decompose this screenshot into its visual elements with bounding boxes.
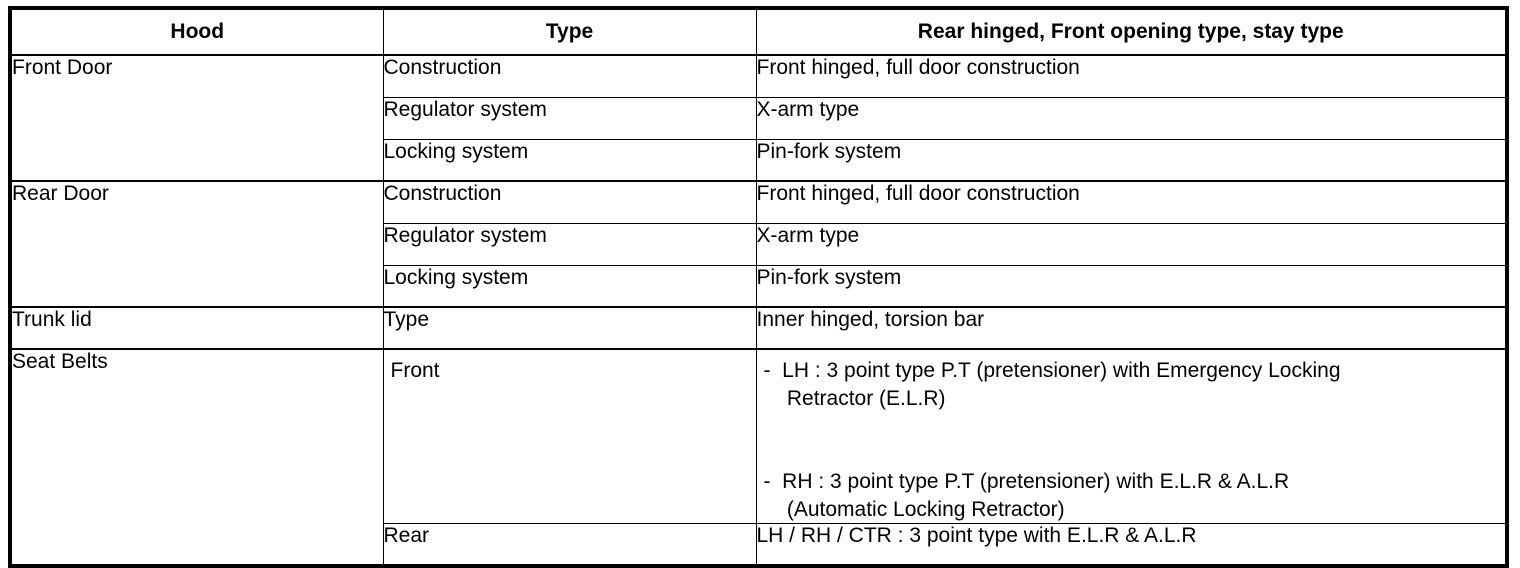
column-header-hood: Hood	[9, 7, 384, 56]
group-label-rear-door: Rear Door	[9, 180, 384, 308]
table-body: Front Door Construction Front hinged, fu…	[9, 54, 1508, 567]
spec-cell: Front hinged, full door construction	[755, 54, 1508, 98]
type-cell: Regulator system	[382, 222, 757, 266]
table-row: Rear LH / RH / CTR : 3 point type with E…	[10, 523, 1508, 567]
table-row: Regulator system X-arm type	[10, 222, 1508, 266]
spec-cell: Inner hinged, torsion bar	[755, 306, 1508, 350]
type-cell: Locking system	[382, 264, 757, 308]
table-header-row: Hood Type Rear hinged, Front opening typ…	[9, 7, 1508, 56]
table-header: Hood Type Rear hinged, Front opening typ…	[9, 7, 1508, 56]
spec-cell: X-arm type	[755, 96, 1508, 140]
type-cell: Rear	[382, 523, 757, 567]
group-label-trunk-lid: Trunk lid	[9, 306, 384, 350]
table-row: Locking system Pin-fork system	[10, 264, 1508, 308]
type-cell: Locking system	[382, 138, 757, 182]
table-row: Regulator system X-arm type	[10, 96, 1508, 140]
type-cell: Front	[390, 359, 440, 382]
group-label-front-door: Front Door	[9, 54, 384, 182]
spec-cell-wrapper: - LH : 3 point type P.T (pretensioner) w…	[755, 348, 1508, 525]
specification-table-container: Hood Type Rear hinged, Front opening typ…	[8, 6, 1509, 568]
type-cell: Regulator system	[382, 96, 757, 140]
column-header-type: Type	[382, 7, 757, 56]
spec-cell: Front hinged, full door construction	[755, 180, 1508, 224]
spec-cell: Pin-fork system	[755, 138, 1508, 182]
type-cell-wrapper: Front	[382, 348, 757, 525]
spec-cell: LH / RH / CTR : 3 point type with E.L.R …	[755, 523, 1508, 567]
type-cell: Type	[382, 306, 757, 350]
specification-table: Hood Type Rear hinged, Front opening typ…	[8, 6, 1509, 568]
table-row: Trunk lid Type Inner hinged, torsion bar	[9, 306, 1508, 350]
spec-cell: - LH : 3 point type P.T (pretensioner) w…	[763, 359, 1341, 521]
spec-cell: Pin-fork system	[755, 264, 1508, 308]
group-label-seat-belts: Seat Belts	[9, 348, 384, 567]
table-row: Seat Belts Front - LH : 3 point type P.T…	[9, 348, 1508, 567]
spec-cell: X-arm type	[755, 222, 1508, 266]
type-cell: Construction	[382, 54, 757, 98]
table-row: Rear Door Construction Front hinged, ful…	[9, 180, 1508, 308]
column-header-description: Rear hinged, Front opening type, stay ty…	[755, 7, 1508, 56]
type-cell: Construction	[382, 180, 757, 224]
table-row: Front Door Construction Front hinged, fu…	[9, 54, 1508, 182]
table-row: Locking system Pin-fork system	[10, 138, 1508, 182]
